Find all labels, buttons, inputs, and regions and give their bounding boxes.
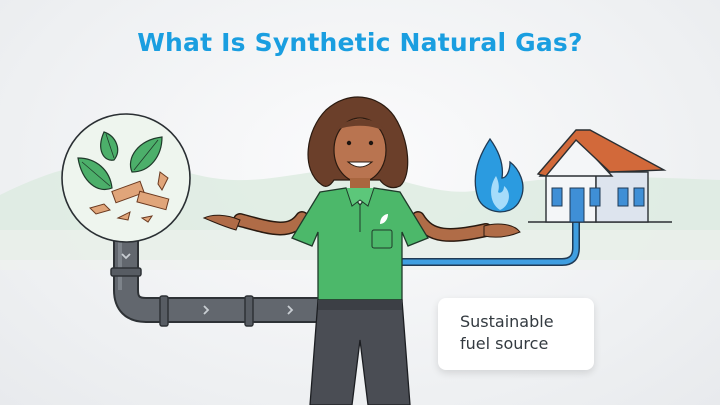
biomass-icon (61, 113, 191, 243)
presenter-figure (202, 96, 521, 405)
pipe-icon (110, 235, 330, 327)
leaf-logo-icon (380, 214, 388, 224)
gas-line (400, 218, 580, 266)
house-icon (528, 129, 672, 223)
page-title: What Is Synthetic Natural Gas? (137, 28, 583, 57)
callout-line-1: Sustainable (460, 312, 554, 331)
flame-icon (474, 137, 524, 213)
callout-box: Sustainable fuel source (438, 298, 594, 370)
callout-line-2: fuel source (460, 334, 549, 353)
